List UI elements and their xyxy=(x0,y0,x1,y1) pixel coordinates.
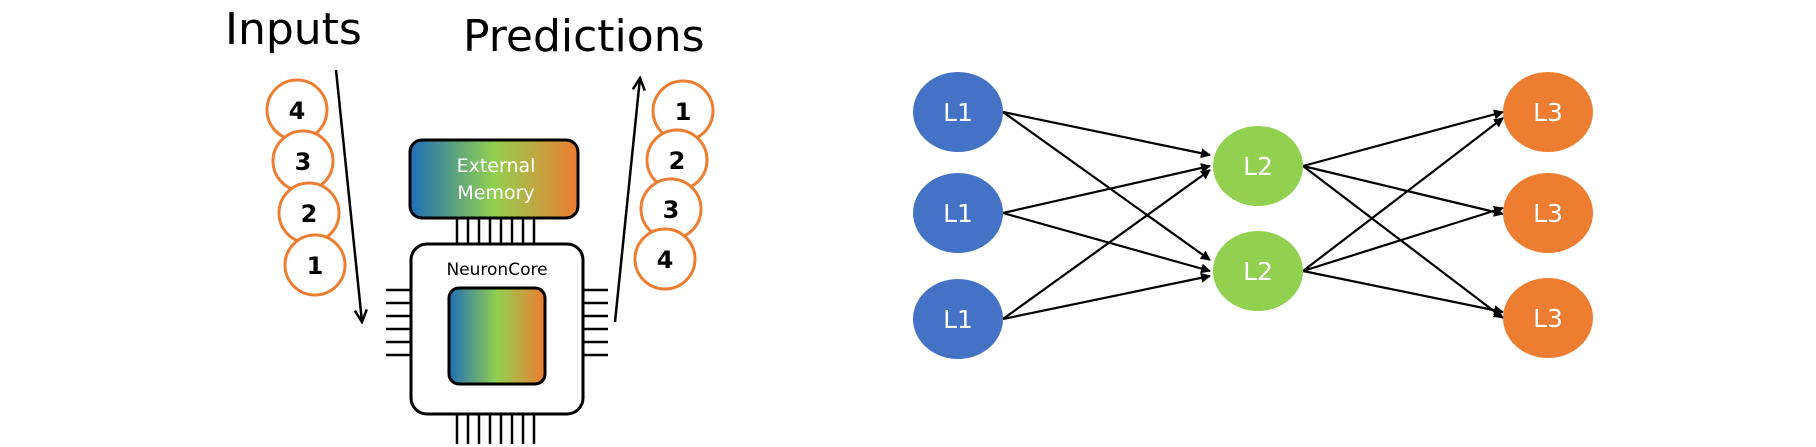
prediction-item: 2 xyxy=(645,128,709,192)
input-item: 1 xyxy=(283,233,347,297)
prediction-flow-arrow xyxy=(613,78,640,323)
svg-text:4: 4 xyxy=(289,97,306,125)
svg-text:L3: L3 xyxy=(1533,304,1563,333)
memory-bus xyxy=(455,218,536,244)
svg-text:L1: L1 xyxy=(943,305,973,334)
svg-text:2: 2 xyxy=(669,147,686,175)
svg-text:L2: L2 xyxy=(1243,257,1273,286)
predictions-label: Predictions xyxy=(463,11,705,62)
layer-2: L2 L2 xyxy=(1213,126,1303,311)
node-l1: L1 xyxy=(913,72,1003,152)
network-edges xyxy=(1002,109,1504,321)
input-flow-arrow xyxy=(334,69,362,322)
layer-3: L3 L3 L3 xyxy=(1503,72,1593,358)
inputs-label: Inputs xyxy=(225,4,362,55)
layer-1: L1 L1 L1 xyxy=(913,72,1003,359)
svg-text:1: 1 xyxy=(675,98,692,126)
node-l2: L2 xyxy=(1213,126,1303,206)
input-item: 2 xyxy=(277,181,341,245)
svg-text:1: 1 xyxy=(307,252,324,280)
svg-text:3: 3 xyxy=(663,196,680,224)
svg-text:L3: L3 xyxy=(1533,98,1563,127)
svg-text:L2: L2 xyxy=(1243,152,1273,181)
node-l3: L3 xyxy=(1503,173,1593,253)
neuroncore-chip: NeuronCore xyxy=(386,242,608,444)
svg-text:2: 2 xyxy=(301,200,318,228)
node-l1: L1 xyxy=(913,279,1003,359)
input-queue: 4 3 2 1 xyxy=(265,78,347,297)
external-memory: External Memory xyxy=(408,138,580,220)
node-l2: L2 xyxy=(1213,231,1303,311)
neuroncore-label: NeuronCore xyxy=(446,260,547,280)
svg-text:L1: L1 xyxy=(943,199,973,228)
node-l3: L3 xyxy=(1503,278,1593,358)
prediction-queue: 1 2 3 4 xyxy=(633,79,715,291)
input-item: 3 xyxy=(271,129,335,193)
svg-text:L1: L1 xyxy=(943,98,973,127)
neuroncore-compute-block xyxy=(447,286,547,386)
svg-text:Memory: Memory xyxy=(457,182,534,204)
svg-text:3: 3 xyxy=(295,148,312,176)
input-item: 4 xyxy=(265,78,329,142)
node-l3: L3 xyxy=(1503,72,1593,152)
svg-text:4: 4 xyxy=(657,246,674,274)
prediction-item: 4 xyxy=(633,227,697,291)
svg-text:L3: L3 xyxy=(1533,199,1563,228)
node-l1: L1 xyxy=(913,173,1003,253)
svg-text:External: External xyxy=(457,155,536,177)
